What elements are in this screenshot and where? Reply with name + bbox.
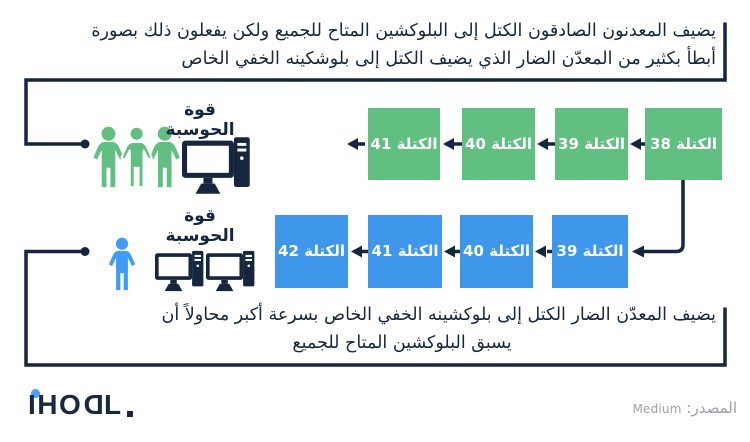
fork-connector-line [644, 180, 685, 254]
bottom-bracket-endpoint-dot [80, 247, 90, 256]
top-bracket-endpoint-dot [80, 139, 90, 149]
computer-icon [182, 137, 250, 194]
attacker-block-39: الكتلة 39 [552, 215, 628, 288]
top-note-bracket-line [24, 22, 727, 146]
honest-block-38: الكتلة 38 [645, 108, 722, 180]
honest-block-40: الكتلة 40 [462, 108, 535, 180]
honest-miners-note-line-1: يضيف المعدنون الصادقون الكتل إلى البلوكش… [91, 21, 716, 41]
fork-arrow-icon [632, 245, 644, 258]
logo-letter-l: L [104, 389, 123, 420]
attacker-note: يضيف المعدّن الضار الكتل إلى بلوكشينه ال… [88, 301, 717, 357]
honest-computing-power-label: قوة الحوسبة [165, 100, 235, 140]
person-icon [93, 126, 124, 188]
person-icon [120, 126, 153, 189]
computer-icon [206, 250, 255, 292]
source-label: المصدر: [686, 399, 737, 417]
logo-letter-d-mirrored: D [82, 389, 105, 420]
attacker-person-icon [108, 237, 136, 291]
attacker-block-42: الكتلة 42 [275, 215, 348, 288]
attacker-block-40: الكتلة 40 [460, 215, 533, 288]
attacker-note-line-1: يضيف المعدّن الضار الكتل إلى بلوكشينه ال… [161, 305, 717, 325]
source-credit: المصدر: Medium [632, 399, 737, 417]
logo-letters-iho: IHO [28, 389, 83, 420]
computer-icon [155, 250, 204, 292]
honest-block-39: الكتلة 39 [555, 108, 628, 180]
honest-block-41: الكتلة 41 [368, 108, 440, 180]
source-value: Medium [632, 402, 682, 416]
bottom-note-bracket-line [24, 249, 727, 367]
attacker-note-line-2: يسبق البلوكشين المتاح للجميع [292, 333, 512, 353]
attacker-block-41: الكتلة 41 [368, 215, 442, 288]
attacker-computing-power-label: قوة الحوسبة [165, 206, 235, 246]
logo-dot-icon [31, 389, 40, 398]
honest-miners-note: يضيف المعدنون الصادقون الكتل إلى البلوكش… [88, 17, 716, 73]
honest-miners-note-line-2: أبطأ بكثير من المعدّن الضار الذي يضيف ال… [181, 49, 716, 69]
logo-period-icon [126, 411, 133, 417]
